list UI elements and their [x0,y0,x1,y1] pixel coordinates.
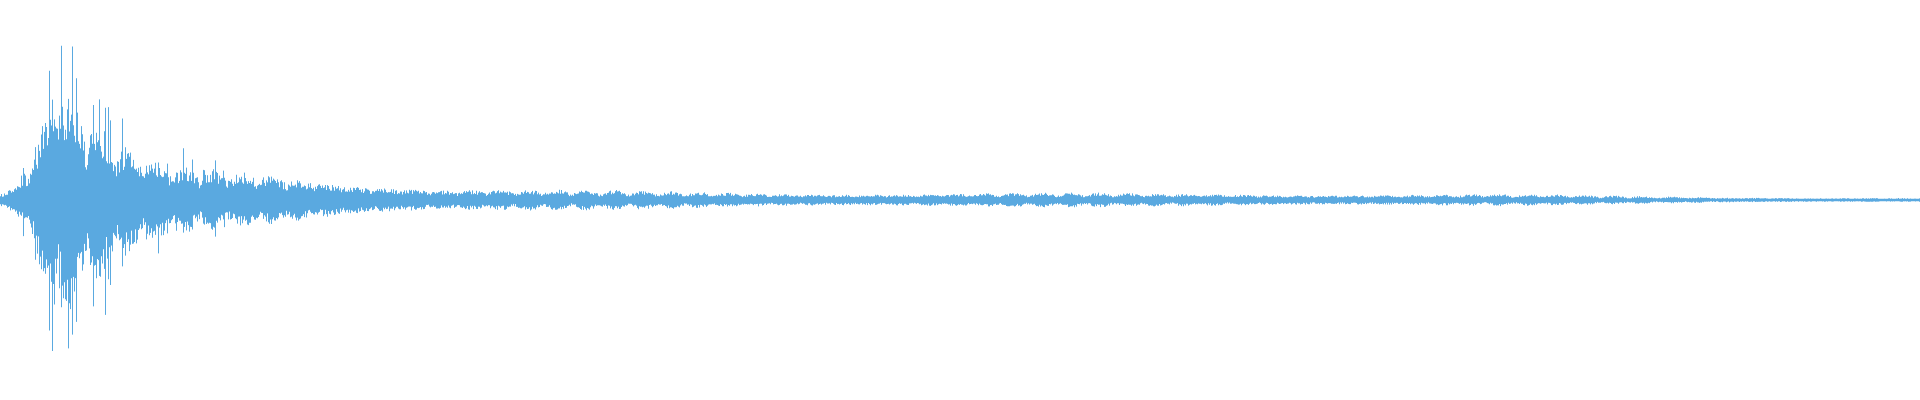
waveform-path [0,45,1920,351]
